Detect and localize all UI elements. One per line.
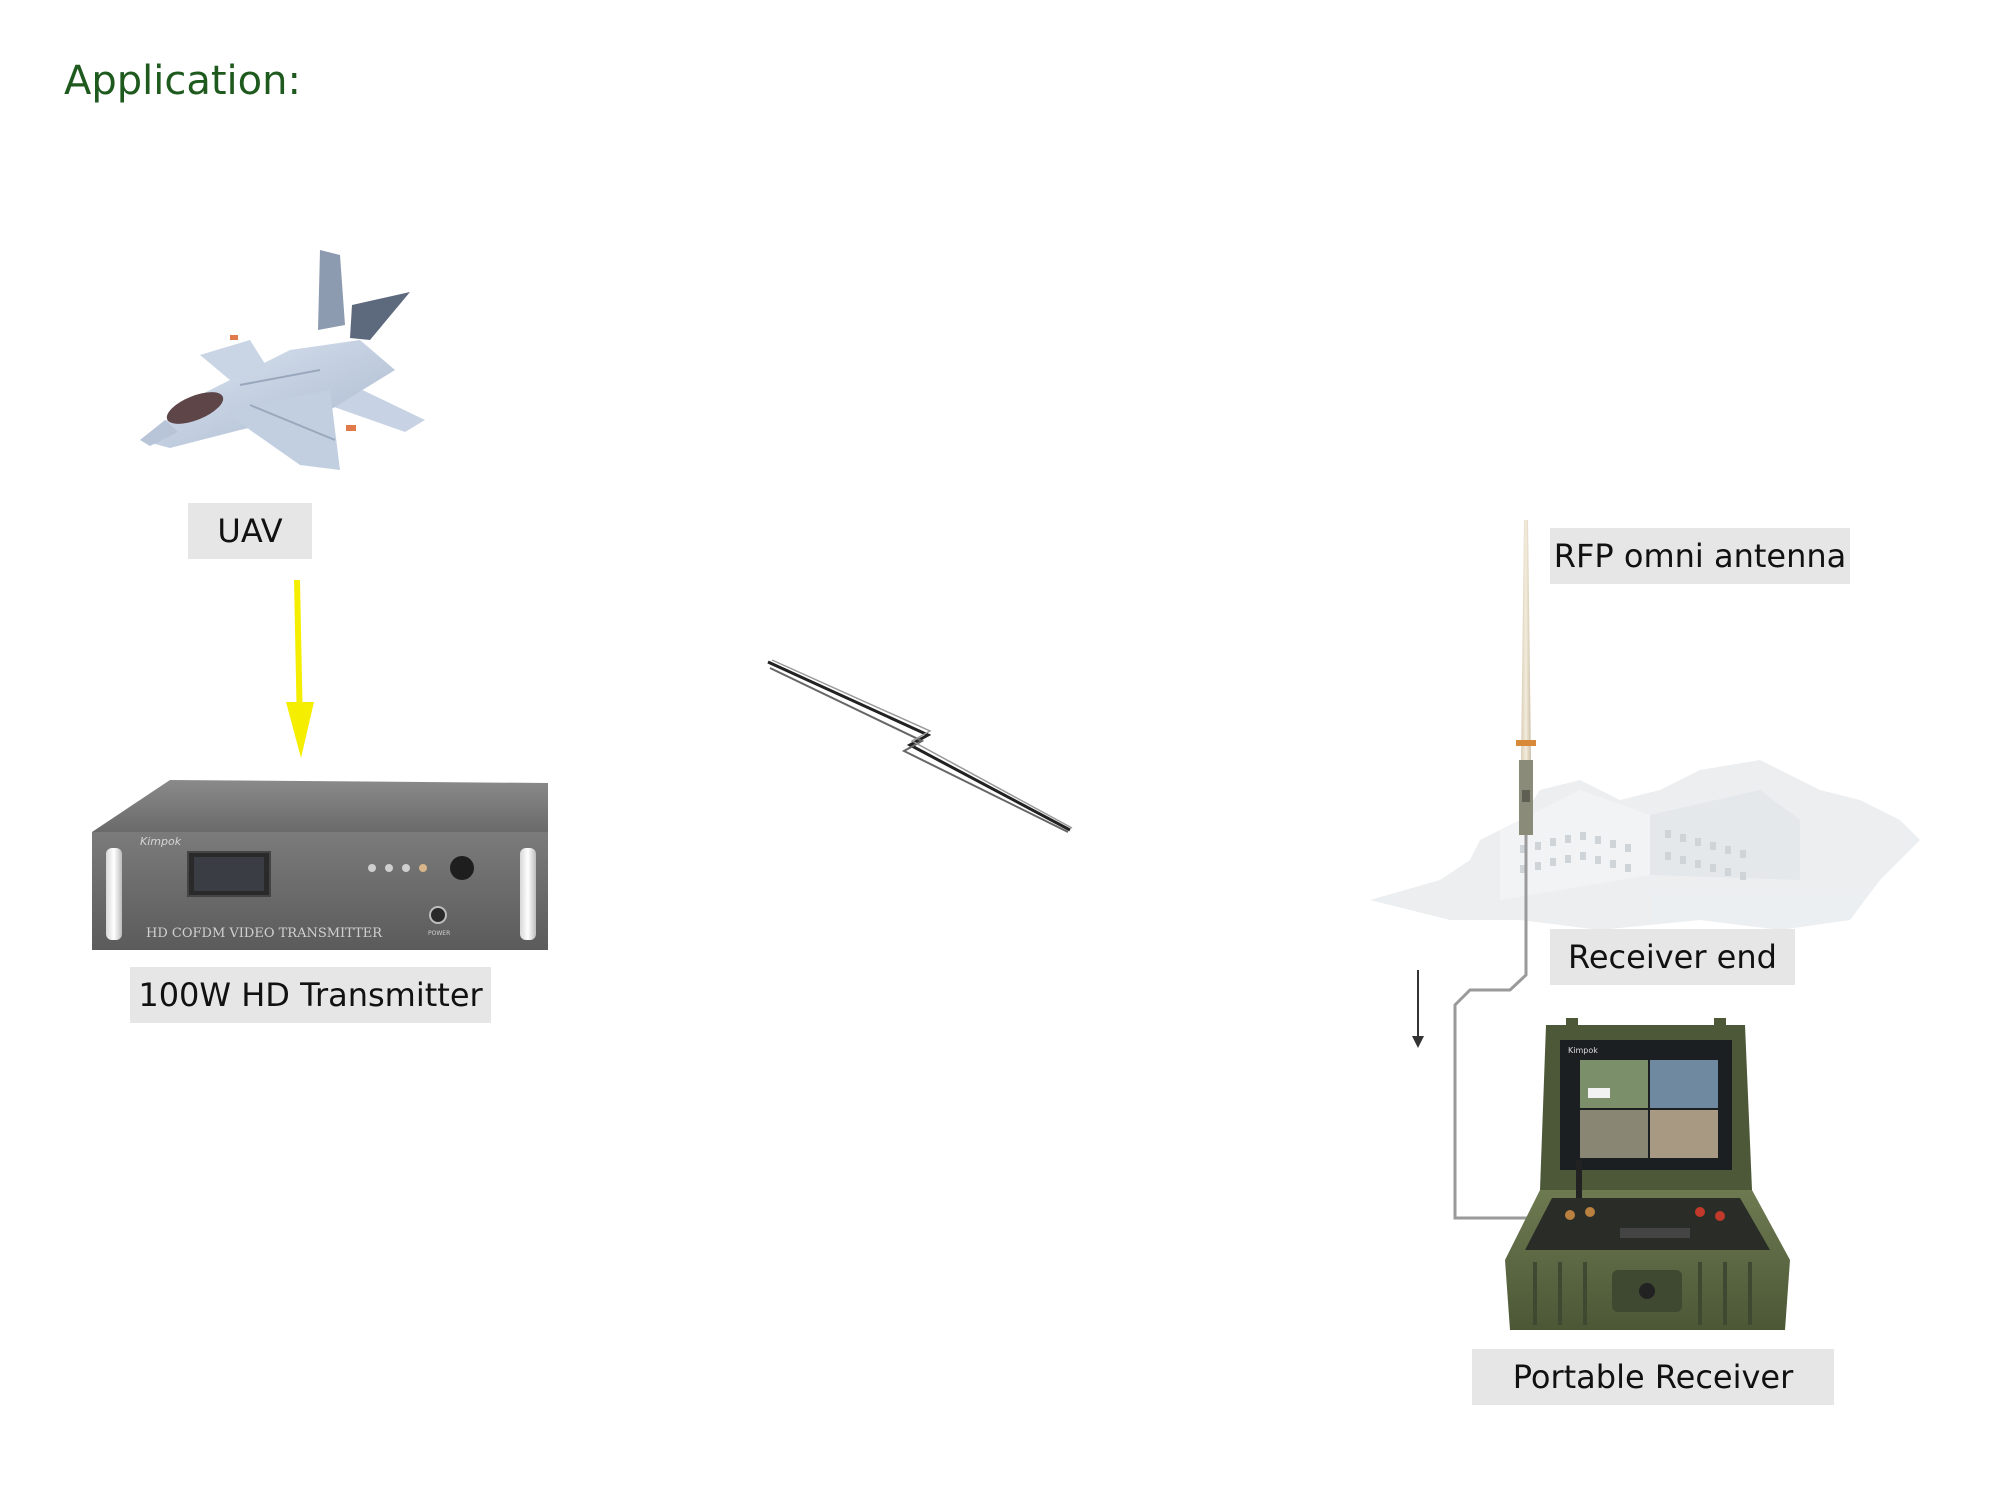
jet-aircraft-icon bbox=[140, 250, 425, 470]
transmitter-label: 100W HD Transmitter bbox=[130, 967, 491, 1023]
lightning-signal-icon bbox=[767, 659, 1073, 833]
data-flow-arrow bbox=[286, 579, 314, 758]
transmitter-power-text: POWER bbox=[428, 930, 450, 937]
transmitter-panel-text: HD COFDM VIDEO TRANSMITTER bbox=[146, 926, 383, 941]
transmitter-brand: Kimpok bbox=[140, 835, 182, 848]
receiver-end-label: Receiver end bbox=[1550, 929, 1795, 985]
down-arrow-icon bbox=[1412, 970, 1424, 1048]
antenna-label: RFP omni antenna bbox=[1550, 528, 1850, 584]
portable-receiver-label: Portable Receiver bbox=[1472, 1349, 1834, 1405]
portable-receiver-case-icon bbox=[1505, 1018, 1790, 1330]
omni-antenna-icon bbox=[1516, 520, 1536, 835]
page-title: Application: bbox=[64, 58, 301, 104]
building-icon bbox=[1370, 760, 1920, 930]
rack-transmitter-icon bbox=[92, 780, 548, 950]
receiver-brand: Kimpok bbox=[1568, 1046, 1598, 1055]
antenna-cable bbox=[1453, 835, 1560, 1220]
uav-label: UAV bbox=[188, 503, 312, 559]
